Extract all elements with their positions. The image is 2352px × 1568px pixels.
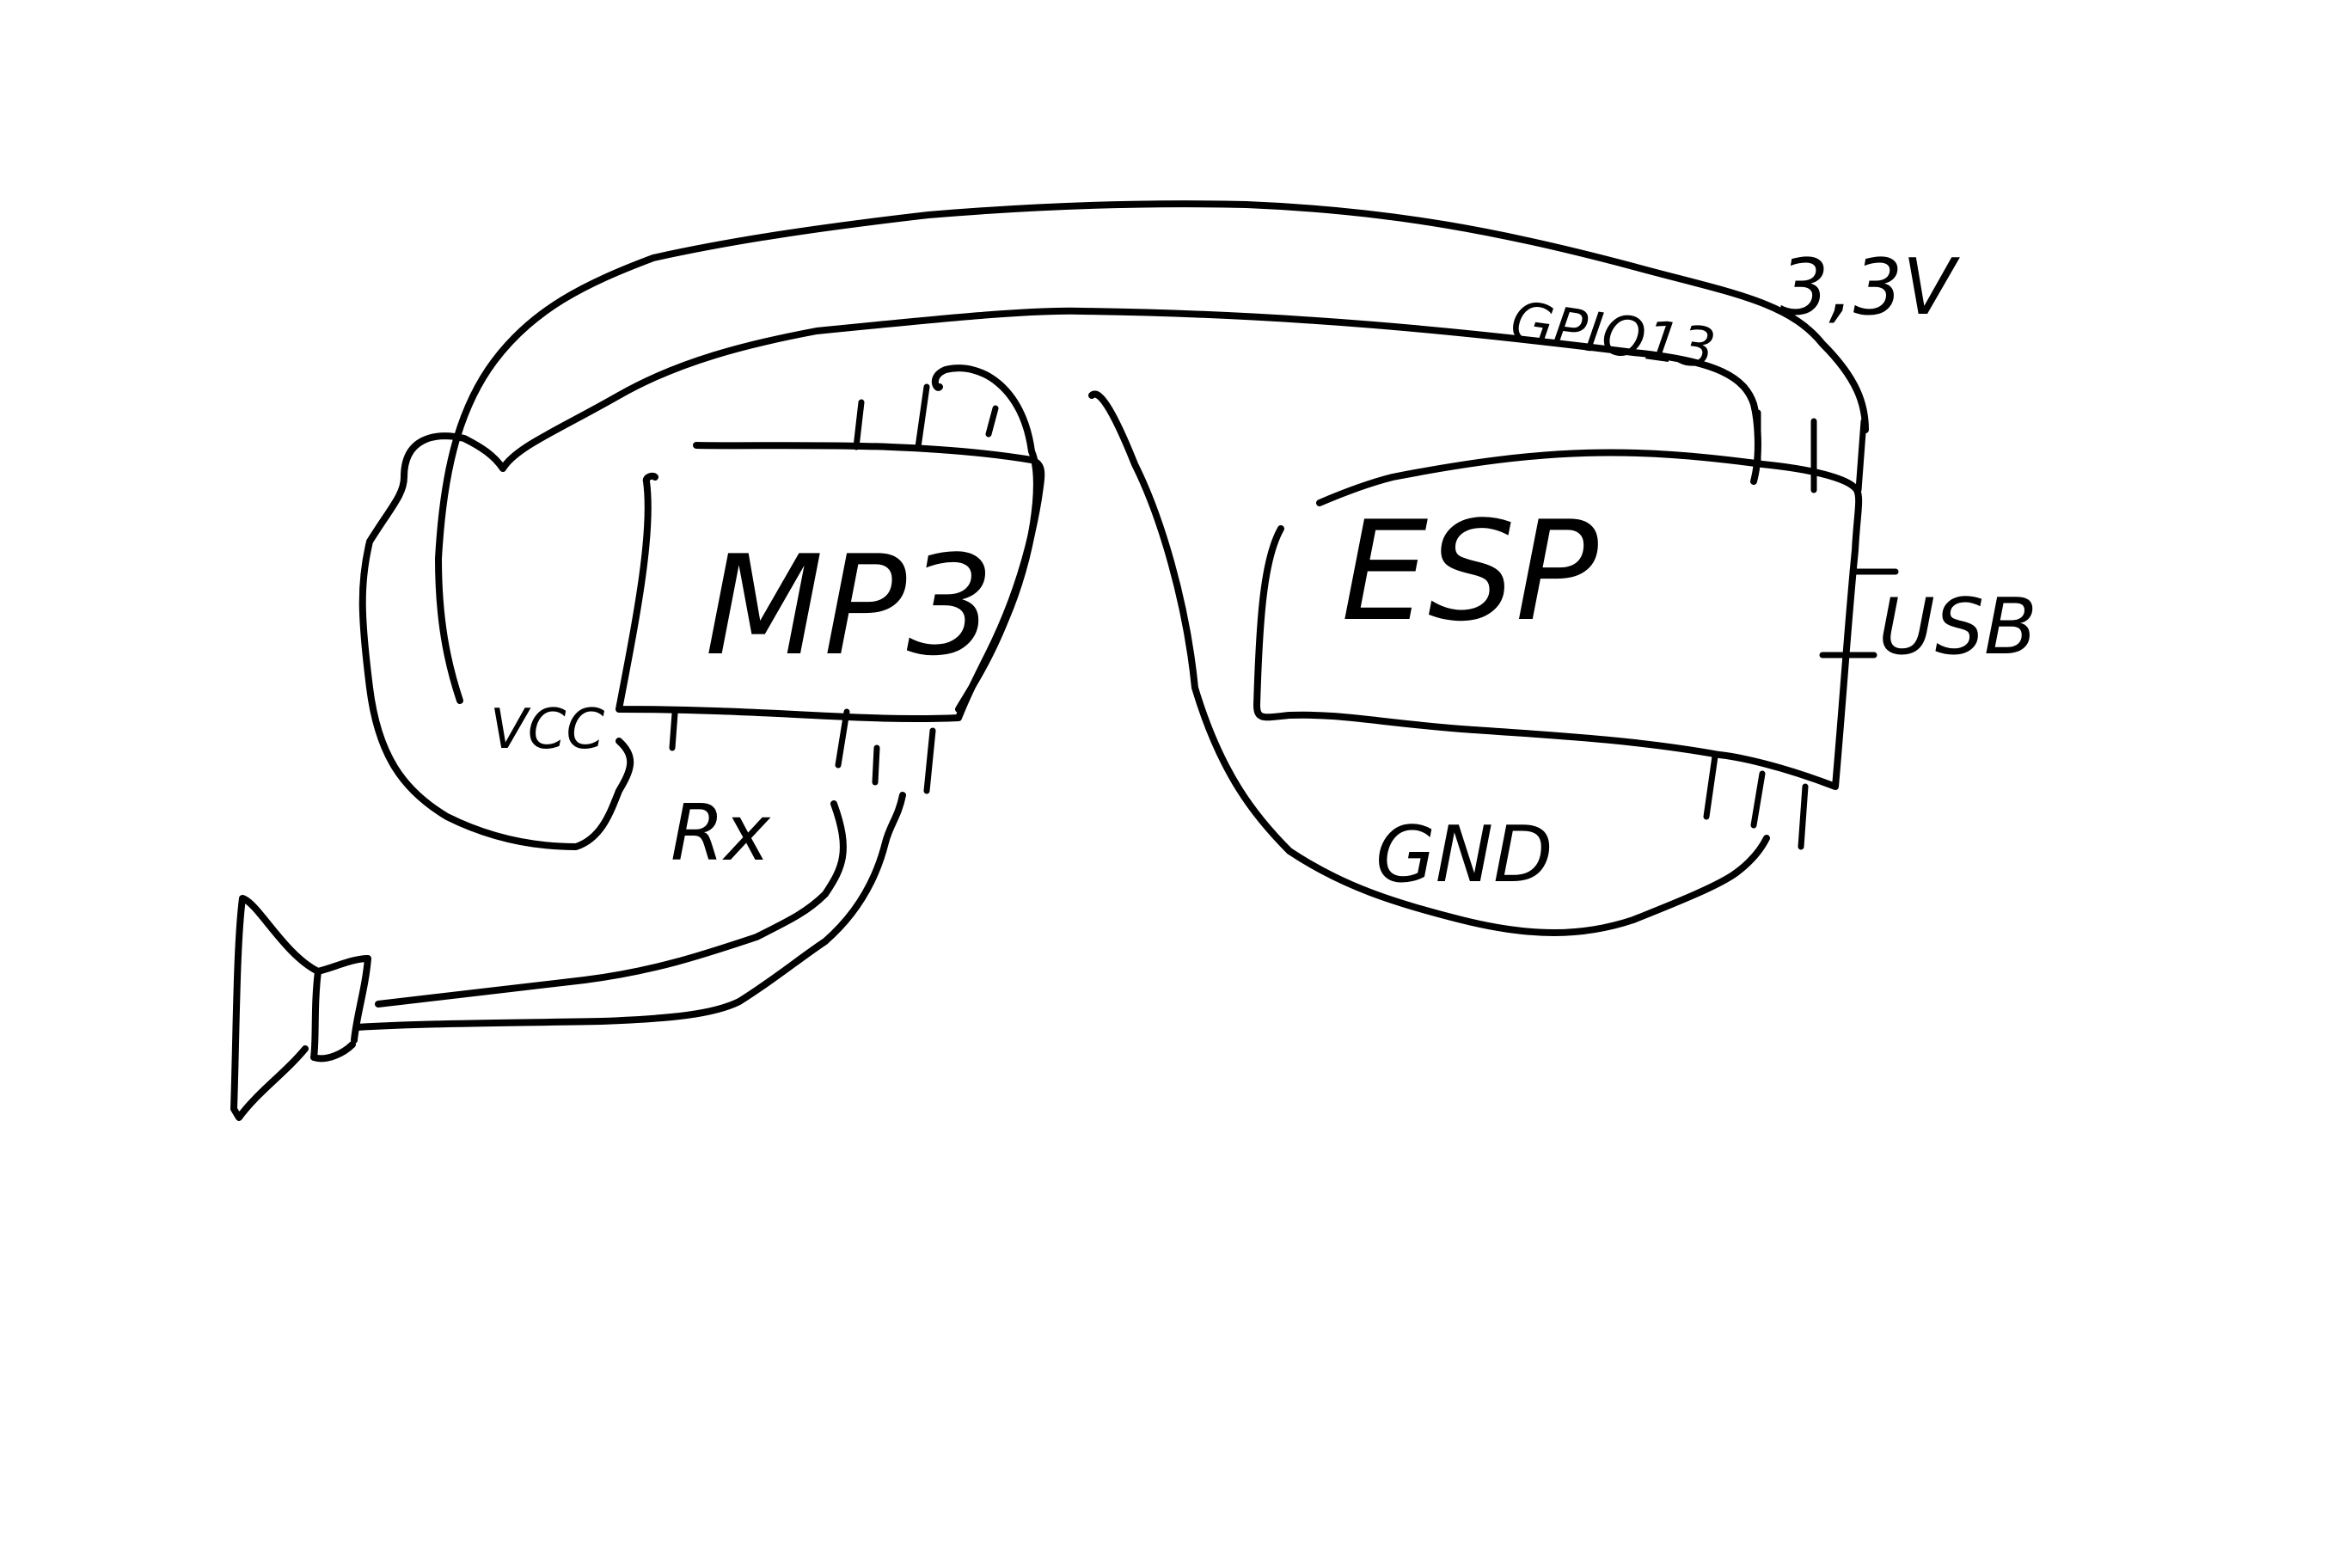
usb-label: USB	[1878, 582, 2037, 672]
mp3-bottom-pins	[669, 708, 936, 794]
gpio13-label: GPIO13	[1507, 291, 1719, 383]
esp-module-box	[1253, 449, 1863, 790]
esp-top-pins	[1755, 409, 1867, 493]
wire-mp3-esp-gnd	[931, 364, 1770, 936]
mp3-top-pins	[853, 383, 999, 450]
usb-side-pins	[1819, 568, 1899, 658]
speaker-icon	[230, 895, 371, 1121]
mp3-label: MP3	[705, 525, 994, 686]
wire-speaker-mp3-b	[353, 792, 906, 1031]
wire-vcc-3v3	[358, 307, 1761, 850]
vcc-label: VCC	[490, 698, 604, 762]
rx-label: Rx	[671, 788, 772, 879]
esp-bottom-pins	[1703, 753, 1809, 850]
esp-label: ESP	[1341, 491, 1599, 652]
wire-outer-arc	[435, 200, 1869, 704]
gnd-label: GND	[1375, 810, 1553, 900]
wire-speaker-mp3-a	[375, 800, 847, 1008]
v33-label: 3,3V	[1779, 242, 1960, 333]
